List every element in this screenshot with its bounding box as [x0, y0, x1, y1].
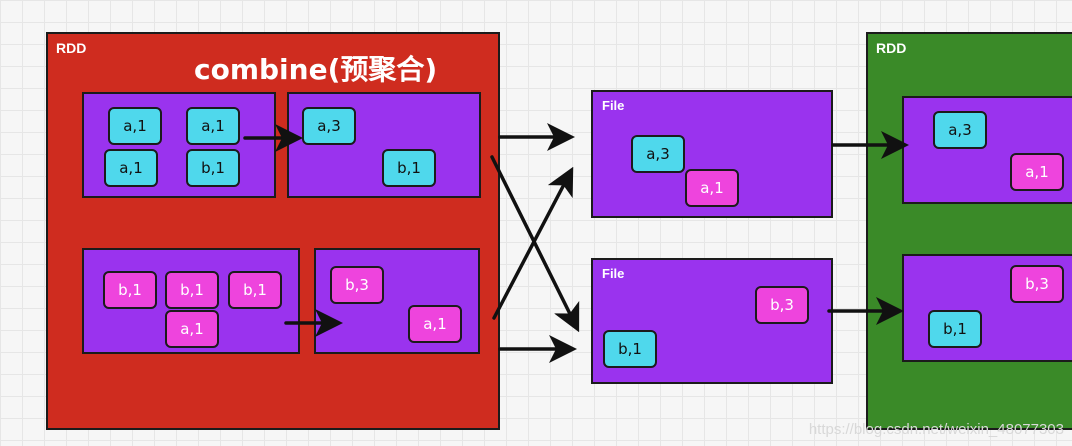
- left-bottom-source-partition: b,1 b,1 b,1 a,1: [82, 248, 300, 354]
- right-rdd-label: RDD: [876, 40, 907, 56]
- chip: a,1: [165, 310, 219, 348]
- chip: a,3: [933, 111, 987, 149]
- file-bottom: File b,3 b,1: [591, 258, 833, 384]
- chip: a,1: [408, 305, 462, 343]
- file-top: File a,3 a,1: [591, 90, 833, 218]
- chip: b,1: [603, 330, 657, 368]
- combine-title: combine(预聚合): [194, 53, 438, 86]
- chip: b,1: [165, 271, 219, 309]
- chip: b,3: [755, 286, 809, 324]
- chip: b,1: [382, 149, 436, 187]
- watermark: https://blog.csdn.net/weixin_48077303: [808, 421, 1064, 438]
- chip: b,3: [330, 266, 384, 304]
- file-top-label: File: [602, 98, 625, 113]
- chip: a,1: [685, 169, 739, 207]
- file-bottom-label: File: [602, 266, 625, 281]
- chip: b,3: [1010, 265, 1064, 303]
- chip: a,1: [186, 107, 240, 145]
- chip: a,1: [108, 107, 162, 145]
- chip: b,1: [228, 271, 282, 309]
- chip: a,1: [104, 149, 158, 187]
- right-top-partition: a,3 a,1: [902, 96, 1072, 204]
- chip: a,1: [1010, 153, 1064, 191]
- left-top-combined-partition: a,3 b,1: [287, 92, 481, 198]
- right-bottom-partition: b,3 b,1: [902, 254, 1072, 362]
- shuffle-arrow-bottom-cross: [492, 166, 574, 320]
- chip: b,1: [103, 271, 157, 309]
- chip: b,1: [928, 310, 982, 348]
- chip: a,3: [631, 135, 685, 173]
- chip: b,1: [186, 149, 240, 187]
- chip: a,3: [302, 107, 356, 145]
- left-rdd-label: RDD: [56, 40, 87, 56]
